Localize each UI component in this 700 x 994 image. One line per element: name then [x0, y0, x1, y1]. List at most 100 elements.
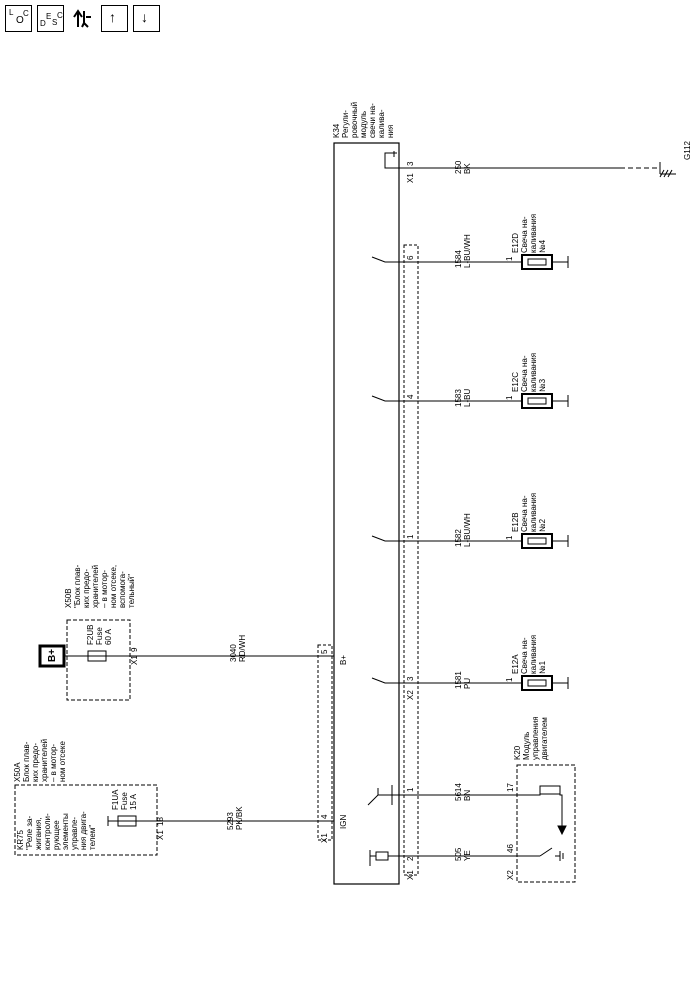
x50a-pin-label: 18: [156, 817, 165, 826]
x50b-label-line: ном отсеке,: [109, 565, 118, 608]
k34-module-box: [333, 142, 400, 885]
glow-plug-label-3-line: Свеча на-: [520, 355, 529, 392]
wire-label-250-line: 250: [454, 160, 463, 174]
wire-label-1582-line: L-BU/WH: [463, 513, 472, 547]
connector-label-1581: X2: [406, 690, 415, 700]
x50b-pin-label-line: 9: [130, 647, 139, 652]
glow-plug-label-2-line: №2: [538, 518, 547, 532]
glow-plug-pin-1: 1: [505, 677, 514, 682]
toolbar: L O C D E S C ↑ ↓: [5, 5, 160, 32]
page-up-button[interactable]: ↑: [101, 5, 128, 32]
glow-plug-label-4-line: Свеча на-: [520, 216, 529, 253]
glow-plug-e12a: [521, 675, 569, 691]
k20-label-line: K20: [513, 745, 522, 760]
switch-icon: [371, 395, 399, 402]
k34-label-line: K34: [332, 123, 341, 138]
desc-letter: D: [40, 19, 46, 28]
pin-label-5293-line: 4: [320, 814, 329, 819]
desc-letter: E: [46, 12, 52, 21]
x50b-pin-label: 9: [130, 647, 139, 652]
pin-label-250: 3: [406, 161, 415, 166]
pin-label-1584: 6: [406, 255, 415, 260]
fuse-f1ua-label-line: Fuse: [120, 792, 129, 810]
x50a-connector-label: X1: [156, 830, 165, 840]
desc-letter: C: [57, 11, 63, 20]
glow-plug-pin-2-line: 1: [505, 535, 514, 540]
description-button[interactable]: D E S C: [37, 5, 64, 32]
glow-plug-label-4-line: №4: [538, 239, 547, 253]
glow-plug-label-2-line: Свеча на-: [520, 495, 529, 532]
kr75-label-line: "Реле за-: [25, 816, 34, 850]
x50a-label-line: X50A: [13, 762, 22, 782]
glow-plug-label-1-line: каливания: [529, 635, 538, 674]
glow-plug-pin-4-line: 1: [505, 256, 514, 261]
glow-plug-label-3-line: каливания: [529, 353, 538, 392]
k20-pin17-label: 17: [506, 783, 515, 792]
pin-label-505: 2: [406, 856, 415, 861]
kr75-label-line: рующее: [52, 820, 61, 850]
k20-label-line: двигателем: [540, 717, 549, 760]
battery-positive-label: B+: [47, 649, 58, 662]
glow-plug-e12b: [521, 533, 569, 549]
k20-label-line: управления: [531, 716, 540, 760]
connector-view-button[interactable]: [69, 5, 96, 32]
k20-resistor-icon: [539, 785, 561, 795]
x50a-label-line: ном отсеке: [58, 741, 67, 782]
x50b-label: X50B"Блок плав-ких предо-хранителей– в м…: [64, 564, 136, 608]
wire-label-5293-line: PK/BK: [235, 806, 244, 830]
k34-ground-switch-icon: [367, 794, 399, 806]
ground-hatch: [667, 169, 673, 178]
x50a-label-line: – в мотор-: [49, 744, 58, 782]
pin-label-1581: 3: [406, 676, 415, 681]
k20-pin17-label-line: 17: [506, 783, 515, 792]
swap-arrows-icon: [73, 9, 91, 28]
fuse-f2ub-label-line: 60 A: [104, 628, 113, 645]
x50a-label-line: ких предо-: [31, 743, 40, 782]
glow-plug-pin-1-line: 1: [505, 677, 514, 682]
glow-plug-label-4-line: E12D: [511, 233, 520, 253]
k20-pin46-label-line: 46: [506, 844, 515, 853]
fuse-f2ub-label-line: Fuse: [95, 627, 104, 645]
pin-label-1582: 1: [406, 534, 415, 539]
x50b-label-line: хранителей: [91, 565, 100, 608]
x50b-box: [66, 619, 131, 701]
ground-hatch: [663, 169, 669, 178]
kr75-label-line: телем": [88, 825, 97, 850]
connector-label-5293-line: X1: [320, 833, 329, 843]
glow-plug-label-1-line: Свеча на-: [520, 637, 529, 674]
up-arrow-icon: ↑: [109, 9, 116, 25]
kr75-label-line: жигания,: [34, 818, 43, 850]
page-down-button[interactable]: ↓: [133, 5, 160, 32]
x50a-connector-label-line: X1: [156, 830, 165, 840]
glow-plug-label-4-line: каливания: [529, 214, 538, 253]
k34-internal-ground-icon: [384, 152, 399, 169]
x50b-connector-label: X1: [130, 655, 139, 665]
pin-label-5614: 1: [406, 787, 415, 792]
wire-label-250-line: BK: [463, 163, 472, 174]
x50b-label-line: тельный": [127, 574, 136, 608]
wire-label-1581-line: 1581: [454, 671, 463, 689]
glow-plug-label-2-line: каливания: [529, 493, 538, 532]
switch-icon: [371, 677, 399, 684]
switch-icon: [371, 256, 399, 263]
location-button[interactable]: L O C: [5, 5, 32, 32]
k20-pin46-label: 46: [506, 844, 515, 853]
k20-connector-label: X2: [506, 870, 515, 880]
pin-label-505-line: 2: [406, 856, 415, 861]
wire-label-5614-line: BN: [463, 790, 472, 801]
loc-letter: O: [16, 15, 24, 26]
g112-label: G112: [683, 140, 692, 160]
pin-label-1582-line: 1: [406, 534, 415, 539]
connector-label-1581-line: X2: [406, 690, 415, 700]
